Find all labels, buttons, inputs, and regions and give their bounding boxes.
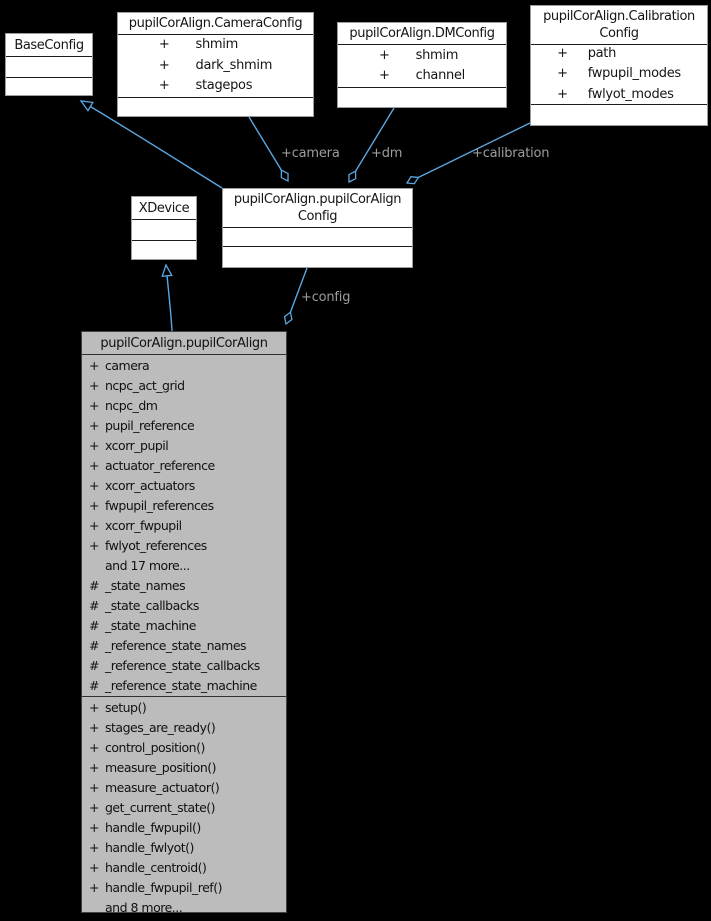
class-box-dmconfig[interactable]: pupilCorAlign.DMConfig + shmim + channel	[337, 22, 507, 108]
class-title: XDevice	[138, 200, 190, 216]
member-row: + handle_fwpupil_ref()	[89, 880, 222, 895]
class-box-calibrationconfig[interactable]: pupilCorAlign.Calibration Config + path …	[530, 5, 708, 126]
edge-label-camera: +camera	[281, 146, 340, 161]
methods-compartment-empty	[223, 246, 412, 267]
class-title: pupilCorAlign.DMConfig	[349, 26, 495, 41]
class-title: pupilCorAlign.pupilCorAlign Config	[233, 192, 402, 224]
member-row: and 17 more...	[105, 558, 190, 573]
edge-aggregation-dm	[348, 107, 395, 184]
class-box-baseconfig[interactable]: BaseConfig	[5, 33, 93, 96]
member-row: + ncpc_dm	[89, 398, 158, 413]
methods-compartment-empty	[531, 104, 707, 125]
member-row: + pupil_reference	[89, 418, 195, 433]
member-row: + ncpc_act_grid	[89, 378, 185, 393]
member-row: + control_position()	[89, 740, 205, 755]
edge-aggregation-calibration	[405, 122, 531, 185]
attributes-compartment: + shmim + dark_shmim + stagepos	[118, 34, 313, 97]
edge-aggregation-camera	[248, 116, 289, 183]
member-row: # _state_names	[89, 578, 186, 593]
class-box-cameraconfig[interactable]: pupilCorAlign.CameraConfig + shmim + dar…	[117, 12, 314, 117]
attributes-compartment: + shmim + channel	[338, 44, 506, 87]
member-row: # _reference_state_machine	[89, 678, 257, 693]
class-box-pupilcoralign[interactable]: pupilCorAlign.pupilCorAlign + camera + n…	[81, 331, 287, 915]
member-row: + xcorr_fwpupil	[89, 518, 182, 533]
methods-compartment: + setup() + stages_are_ready() + control…	[82, 696, 286, 918]
member-row: + get_current_state()	[89, 800, 216, 815]
member-row: + fwlyot_references	[89, 538, 207, 553]
methods-compartment-empty	[118, 97, 313, 116]
class-title: pupilCorAlign.Calibration Config	[543, 9, 695, 41]
member-row: + measure_position()	[89, 760, 217, 775]
methods-compartment-empty	[338, 87, 506, 107]
class-title: pupilCorAlign.pupilCorAlign	[100, 335, 268, 351]
attributes-compartment-empty	[223, 227, 412, 246]
member-row: + fwpupil_references	[89, 498, 214, 513]
class-box-pupilcoralignconfig[interactable]: pupilCorAlign.pupilCorAlign Config	[222, 188, 413, 268]
member-row: + setup()	[89, 700, 147, 715]
member-row: + xcorr_actuators	[89, 478, 195, 493]
edge-inheritance-baseconfig	[79, 100, 223, 189]
attributes-compartment: + path + fwpupil_modes + fwlyot_modes	[531, 44, 707, 104]
member-row: + stages_are_ready()	[89, 720, 216, 735]
methods-compartment-empty	[6, 77, 92, 95]
member-row: # _reference_state_names	[89, 638, 247, 653]
member-row: + handle_centroid()	[89, 860, 207, 875]
member-row: # _state_machine	[89, 618, 196, 633]
class-title: BaseConfig	[14, 37, 84, 53]
edge-label-config: +config	[301, 290, 351, 305]
member-row: # _reference_state_callbacks	[89, 658, 260, 673]
edge-label-calibration: +calibration	[472, 146, 550, 161]
class-box-xdevice[interactable]: XDevice	[131, 196, 197, 260]
member-row: + handle_fwpupil()	[89, 820, 201, 835]
member-row: # _state_callbacks	[89, 598, 199, 613]
class-title: pupilCorAlign.CameraConfig	[128, 16, 303, 31]
edge-label-dm: +dm	[371, 146, 403, 161]
member-row: + xcorr_pupil	[89, 438, 169, 453]
member-row: and 8 more...	[105, 900, 183, 915]
member-row: + camera	[89, 358, 150, 373]
attributes-compartment-empty	[6, 56, 92, 77]
member-row: + actuator_reference	[89, 458, 215, 473]
methods-compartment-empty	[132, 240, 196, 259]
attributes-compartment-empty	[132, 219, 196, 240]
member-row: + handle_fwlyot()	[89, 840, 194, 855]
attributes-compartment: + camera + ncpc_act_grid + ncpc_dm + pup…	[82, 354, 286, 696]
edge-inheritance-xdevice	[161, 263, 173, 332]
edge-aggregation-config	[283, 267, 308, 326]
member-row: + measure_actuator()	[89, 780, 220, 795]
